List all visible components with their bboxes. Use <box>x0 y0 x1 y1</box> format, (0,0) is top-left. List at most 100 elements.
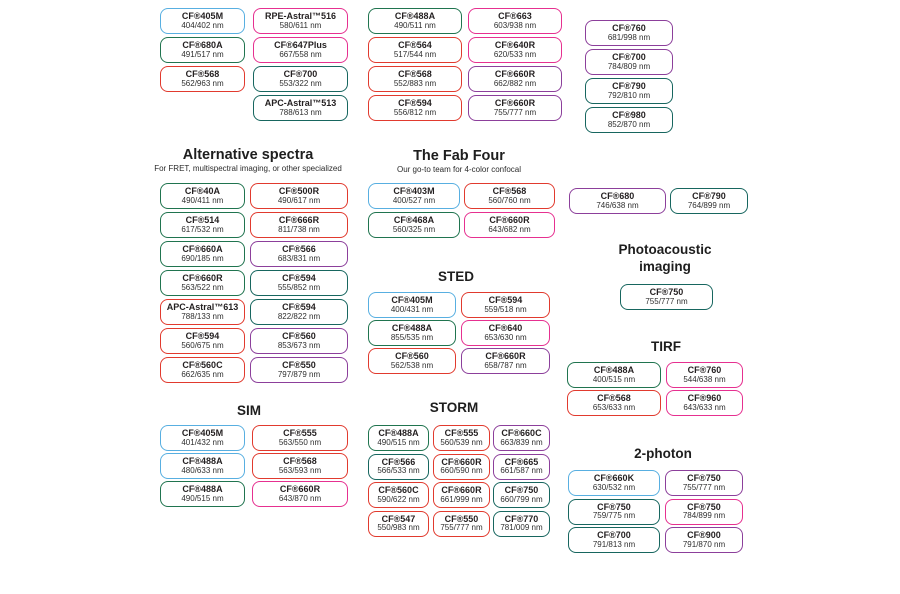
dye-name: CF®700 <box>612 52 646 63</box>
dye-excitation-emission: 490/515 nm <box>181 493 224 503</box>
dye-name: CF®547 <box>381 513 416 524</box>
dye-name: CF®640R <box>494 40 536 51</box>
dye-name: CF®560 <box>395 351 429 362</box>
dye-name: CF®405M <box>391 295 433 306</box>
dye-excitation-emission: 662/882 nm <box>493 78 537 88</box>
dye-name: CF®665 <box>504 456 539 467</box>
dye-excitation-emission: 759/775 nm <box>592 511 636 521</box>
dye-name: CF®468A <box>393 215 435 226</box>
dye-name: CF®960 <box>687 393 722 404</box>
dye-excitation-emission: 617/532 nm <box>181 224 224 234</box>
dye-excitation-emission: 662/635 nm <box>181 369 224 379</box>
dye-excitation-emission: 590/622 nm <box>377 494 420 504</box>
dye-name: CF®566 <box>381 456 416 467</box>
dye-name: CF®594 <box>488 295 523 306</box>
section-title-alternative-spectra: Alternative spectra <box>182 147 314 163</box>
dye-name: CF®594 <box>282 302 316 313</box>
dye-excitation-emission: 661/999 nm <box>440 494 483 504</box>
dye-name: CF®900 <box>687 530 721 541</box>
dye-name: CF®680A <box>182 40 223 51</box>
dye-name: CF®660R <box>485 351 526 362</box>
dye-excitation-emission: 490/511 nm <box>394 20 436 30</box>
dye-excitation-emission: 667/558 nm <box>279 49 322 59</box>
dye-excitation-emission: 544/638 nm <box>683 374 726 384</box>
dye-name: CF®660K <box>593 473 635 484</box>
dye-name: CF®594 <box>185 331 220 342</box>
dye-excitation-emission: 555/852 nm <box>277 282 321 292</box>
dye-excitation-emission: 653/630 nm <box>484 332 527 342</box>
dye-excitation-emission: 559/518 nm <box>484 304 527 314</box>
dye-excitation-emission: 661/587 nm <box>500 466 543 476</box>
dye-name: CF®568 <box>283 456 317 467</box>
section-title-tirf: TIRF <box>651 339 681 354</box>
dye-name: CF®555 <box>283 428 317 439</box>
dye-excitation-emission: 663/839 nm <box>500 437 543 447</box>
dye-excitation-emission: 400/527 nm <box>392 195 436 205</box>
dye-excitation-emission: 755/777 nm <box>493 107 537 117</box>
dye-excitation-emission: 653/633 nm <box>592 402 636 412</box>
dye-excitation-emission: 563/522 nm <box>181 282 224 292</box>
dye-name: CF®666R <box>278 215 320 226</box>
dye-name: CF®560 <box>282 331 316 342</box>
dye-excitation-emission: 755/777 nm <box>440 523 483 533</box>
dye-excitation-emission: 404/402 nm <box>181 20 224 30</box>
dye-name: CF®790 <box>692 191 726 202</box>
dye-name: CF®560C <box>182 360 223 371</box>
dye-name: CF®680 <box>600 191 635 202</box>
dye-excitation-emission: 683/831 nm <box>277 253 321 263</box>
dye-name: CF®660R <box>441 456 482 467</box>
dye-name: CF®568 <box>185 69 220 80</box>
dye-excitation-emission: 853/673 nm <box>277 340 321 350</box>
dye-excitation-emission: 797/879 nm <box>277 369 321 379</box>
dye-excitation-emission: 490/411 nm <box>181 195 224 205</box>
dye-name: CF®660R <box>494 98 536 109</box>
dye-excitation-emission: 784/899 nm <box>682 511 726 521</box>
dye-excitation-emission: 630/532 nm <box>592 482 636 492</box>
dye-excitation-emission: 603/938 nm <box>493 20 537 30</box>
dye-name: CF®405M <box>181 11 224 22</box>
dye-name: CF®750 <box>687 501 721 512</box>
dye-excitation-emission: 550/983 nm <box>377 523 420 533</box>
section-title-sted: STED <box>437 269 475 284</box>
dye-excitation-emission: 811/738 nm <box>278 224 320 234</box>
dye-name: APC-Astral™613 <box>166 302 239 313</box>
section-title-sim: SIM <box>236 403 262 418</box>
dye-excitation-emission: 643/633 nm <box>683 402 726 412</box>
dye-excitation-emission: 490/617 nm <box>277 195 321 205</box>
dye-excitation-emission: 746/638 nm <box>596 200 639 210</box>
